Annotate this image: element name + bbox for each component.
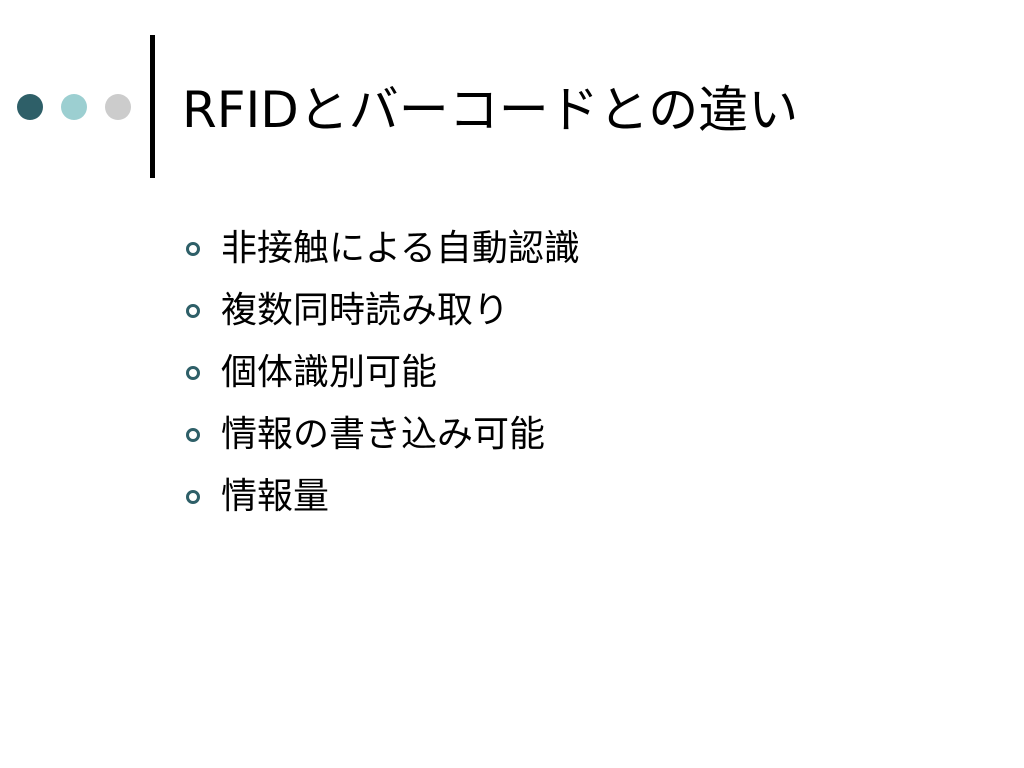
dark-teal-dot-icon bbox=[17, 94, 43, 120]
hollow-circle-bullet-icon bbox=[186, 428, 200, 442]
bullet-text: 情報量 bbox=[221, 476, 330, 517]
light-teal-dot-icon bbox=[61, 94, 87, 120]
bullet-text: 情報の書き込み可能 bbox=[221, 414, 546, 455]
slide-title: RFIDとバーコードとの違い bbox=[182, 81, 799, 139]
bullet-text: 複数同時読み取り bbox=[221, 290, 510, 331]
bullet-item: 複数同時読み取り bbox=[186, 280, 580, 342]
hollow-circle-bullet-icon bbox=[186, 304, 200, 318]
title-divider-rule bbox=[150, 35, 155, 178]
bullet-text: 非接触による自動認識 bbox=[221, 228, 580, 269]
bullet-item: 非接触による自動認識 bbox=[186, 218, 580, 280]
bullet-text: 個体識別可能 bbox=[221, 352, 438, 393]
bullet-item: 情報の書き込み可能 bbox=[186, 404, 580, 466]
bullet-item: 情報量 bbox=[186, 466, 580, 528]
hollow-circle-bullet-icon bbox=[186, 366, 200, 380]
hollow-circle-bullet-icon bbox=[186, 490, 200, 504]
light-gray-dot-icon bbox=[105, 94, 131, 120]
decorative-dots bbox=[17, 93, 149, 121]
bullet-list: 非接触による自動認識 複数同時読み取り 個体識別可能 情報の書き込み可能 情報量 bbox=[186, 218, 580, 528]
hollow-circle-bullet-icon bbox=[186, 242, 200, 256]
bullet-item: 個体識別可能 bbox=[186, 342, 580, 404]
